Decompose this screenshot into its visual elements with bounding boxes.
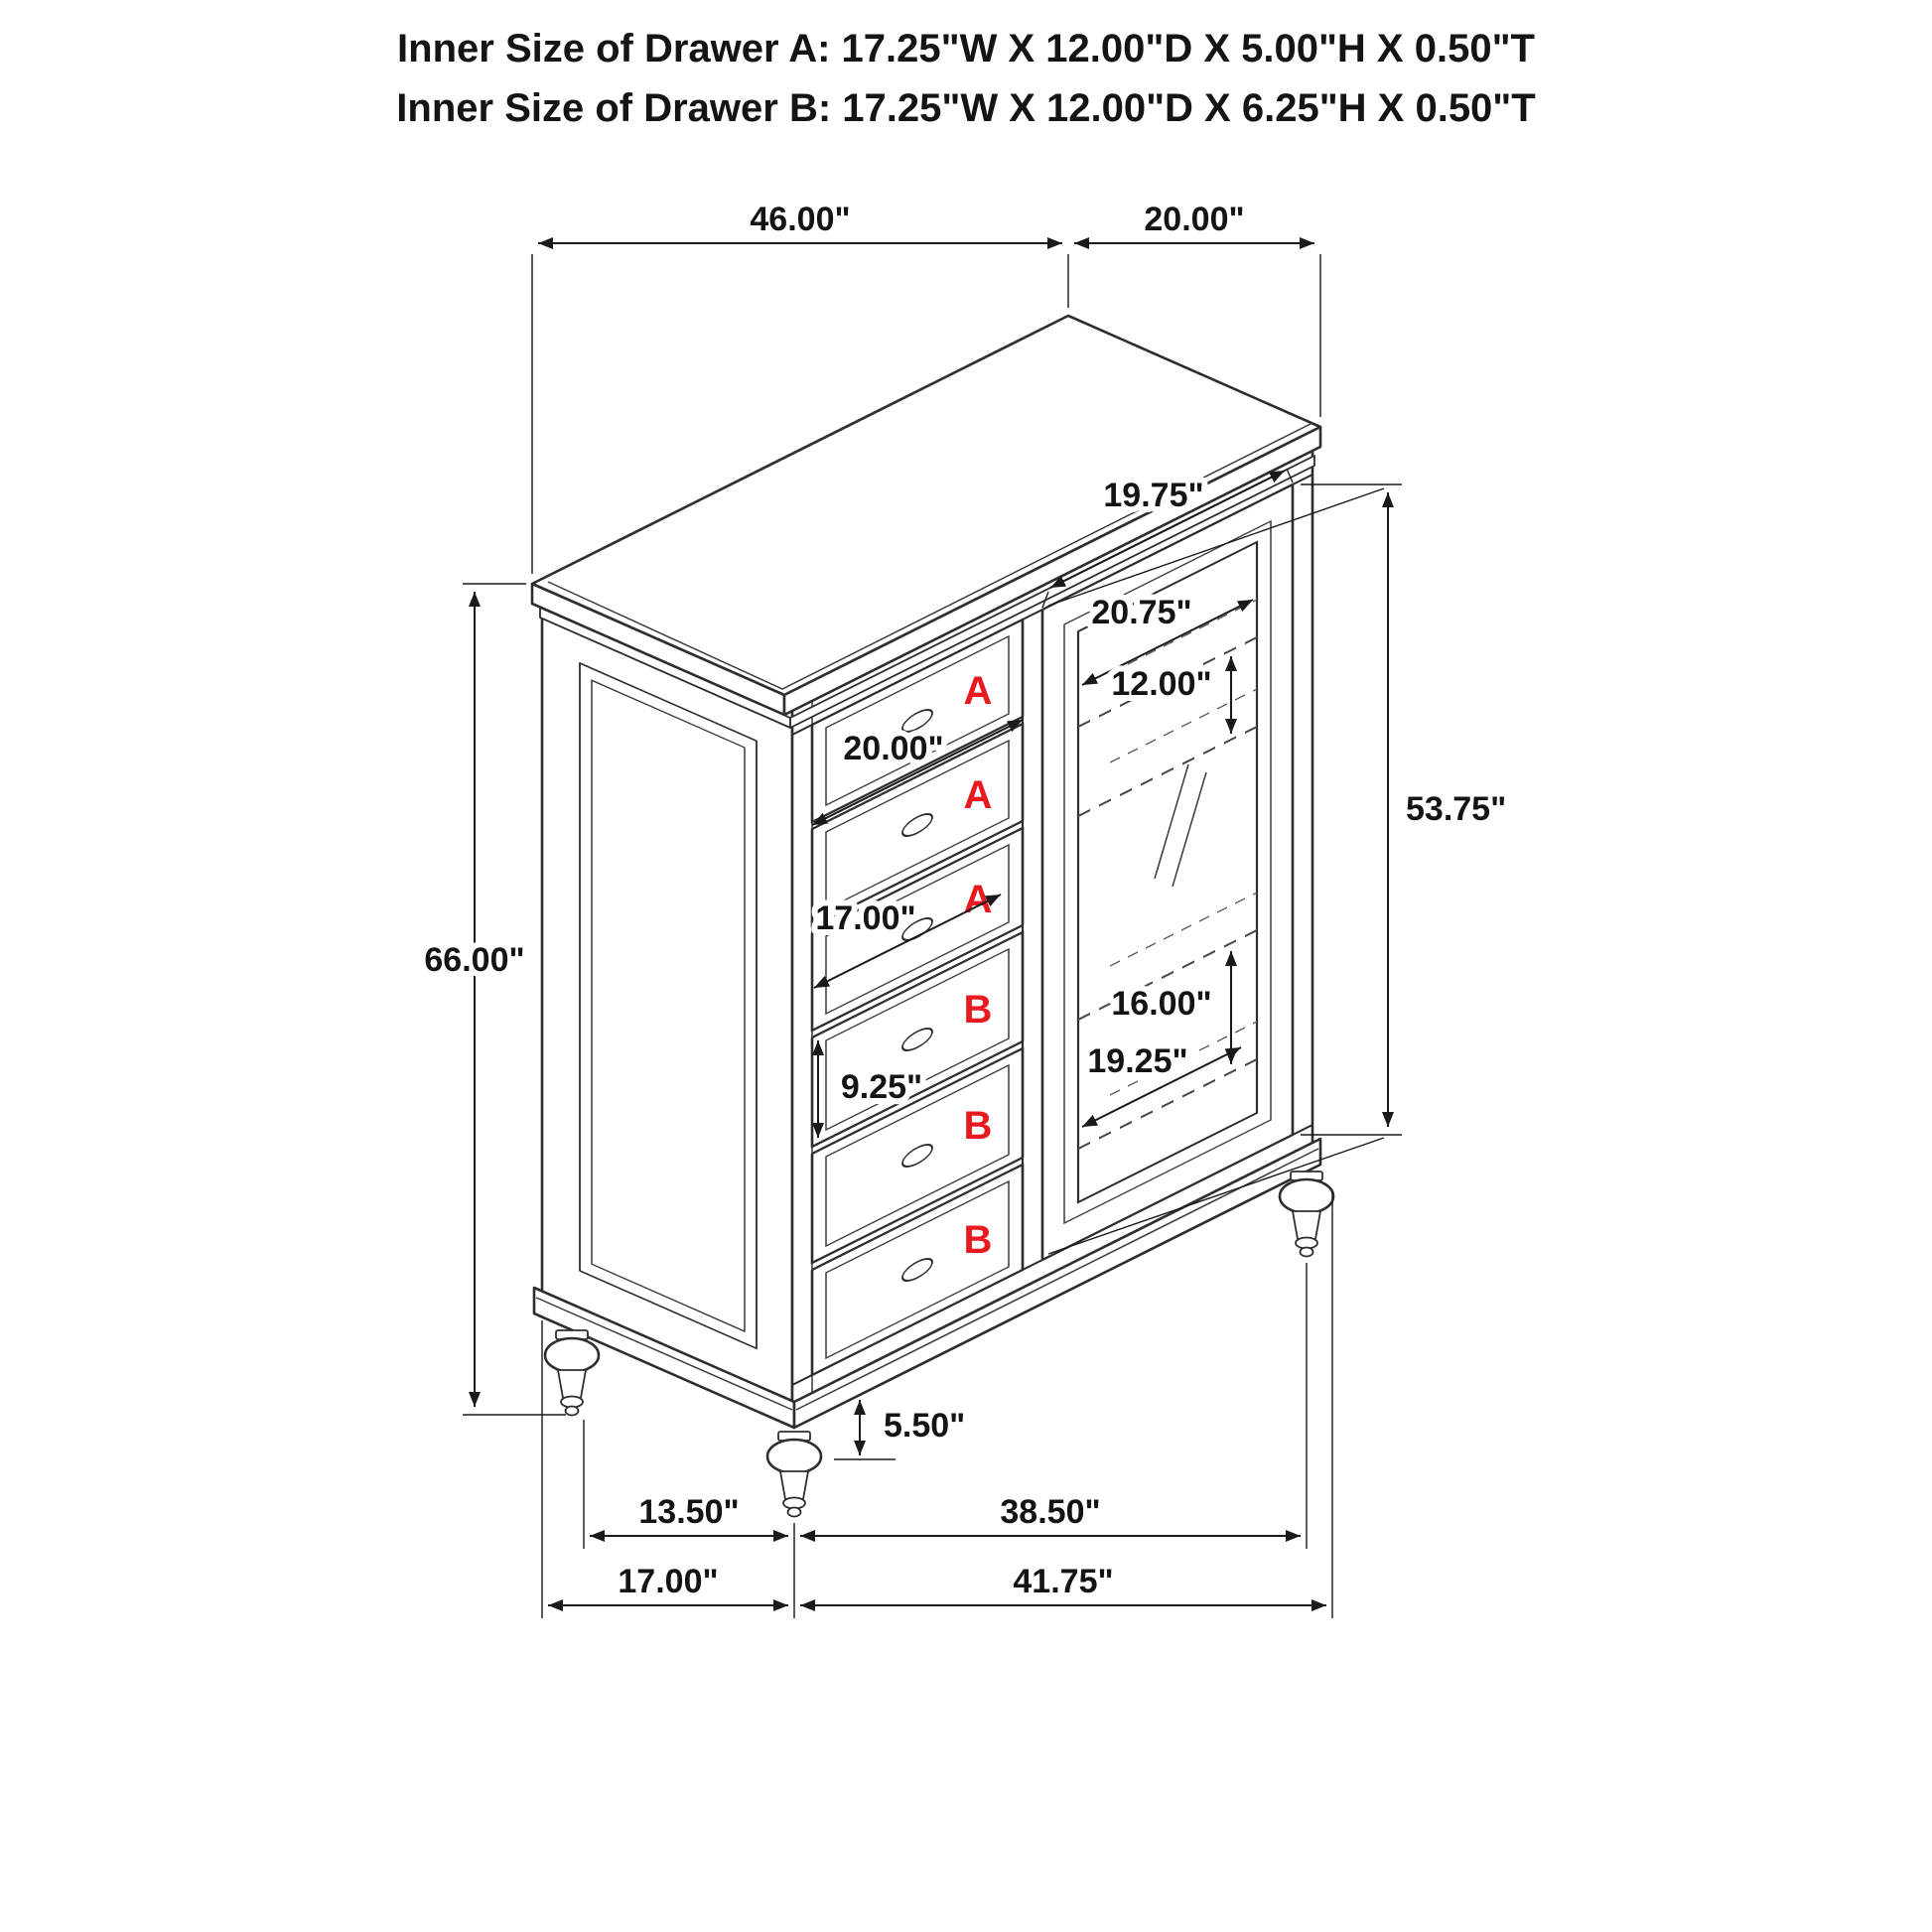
dimension-base-width-right: 41.75" (800, 1557, 1326, 1611)
dimension-shelf-width-bottom: 19.25" (1081, 1036, 1242, 1128)
shelf-3-back-edge (1110, 892, 1257, 967)
dimension-drawer-width: 20.00" (811, 719, 1024, 826)
left-side-panel-bevel (591, 679, 746, 1333)
dimension-feet-gap-left: 13.50" (590, 1487, 788, 1542)
drawer-b2-knob (901, 1144, 933, 1168)
dimension-drawer-inner-width-label: 17.00" (815, 899, 915, 937)
dimension-top-depth: 20.00" (1074, 195, 1321, 417)
dimension-annotations: 46.00" 20.00" 19.75" 20.75" 12.00" (418, 195, 1512, 1618)
drawer-letter-b2: B (964, 1104, 993, 1148)
dimension-top-depth-label: 20.00" (1144, 201, 1244, 238)
dimension-shelf-gap-bottom: 16.00" (1105, 951, 1237, 1064)
dimension-door-height: 53.75" (1047, 483, 1512, 1255)
drawer-letter-a3: A (964, 878, 993, 921)
dimension-feet-gap-right: 38.50" (800, 1487, 1301, 1542)
dimension-shelf-gap-bottom-label: 16.00" (1111, 985, 1211, 1023)
dimension-drawer-width-label: 20.00" (843, 730, 943, 767)
dimension-base-width-left-label: 17.00" (618, 1563, 718, 1600)
dimension-drawer-front-height: 9.25" (812, 1040, 928, 1138)
dimension-door-width: 19.75" (1041, 468, 1294, 609)
dimension-overall-height-label: 66.00" (424, 941, 524, 979)
shelf-3-front-edge (1078, 928, 1257, 1022)
title-line-1: Inner Size of Drawer A: 17.25"W X 12.00"… (397, 27, 1535, 70)
dimension-feet-gap-left-label: 13.50" (638, 1493, 739, 1531)
glass-reflection (1154, 763, 1207, 888)
left-side-recessed-panel (579, 661, 758, 1350)
drawer-b2 (810, 1046, 1025, 1265)
dimension-top-width-label: 46.00" (750, 201, 850, 238)
cabinet-left-side (540, 599, 794, 1407)
dimension-feet-gap-right-label: 38.50" (1000, 1493, 1100, 1531)
dimension-shelf-gap-top-label: 12.00" (1111, 665, 1211, 703)
bun-foot-front-left (765, 1430, 823, 1518)
bun-foot-front-right (1278, 1170, 1335, 1258)
dimension-base-width-right-label: 41.75" (1013, 1563, 1113, 1600)
bun-foot-back-left (543, 1328, 601, 1417)
drawer-letter-a2: A (964, 773, 993, 817)
drawer-b3 (810, 1163, 1025, 1377)
drawer-letter-b3: B (964, 1218, 993, 1262)
dimension-shelf-width-top-label: 20.75" (1091, 594, 1191, 631)
dimension-shelf-gap-top: 12.00" (1105, 656, 1237, 734)
title-line-2: Inner Size of Drawer B: 17.25"W X 12.00"… (396, 86, 1535, 130)
dimension-door-width-label: 19.75" (1103, 477, 1203, 514)
dimension-shelf-width-bottom-label: 19.25" (1087, 1042, 1187, 1080)
dimension-base-width-left: 17.00" (548, 1557, 788, 1611)
title-block: Inner Size of Drawer A: 17.25"W X 12.00"… (396, 27, 1535, 130)
dimension-door-height-label: 53.75" (1406, 790, 1506, 828)
shelf-2-back-edge (1110, 688, 1257, 763)
shelf-2-front-edge (1078, 725, 1257, 818)
drawer-b3-knob (901, 1258, 933, 1282)
drawer-b1-knob (901, 1028, 933, 1051)
dimension-top-width: 46.00" (531, 195, 1069, 574)
dimension-drawer-inner-width: 17.00" (809, 894, 1002, 989)
dimension-overall-height: 66.00" (418, 583, 566, 1416)
dimension-base-height: 5.50" (834, 1400, 971, 1460)
drawer-letter-a1: A (964, 669, 993, 713)
drawer-letter-b1: B (964, 988, 993, 1032)
base-molding-front (792, 1137, 1322, 1430)
dimension-shelf-width-top: 20.75" (1081, 588, 1254, 686)
dimension-base-height-label: 5.50" (884, 1407, 965, 1445)
base-molding (532, 1137, 1322, 1430)
cabinet-drawing (530, 314, 1335, 1518)
dimension-drawer-front-height-label: 9.25" (841, 1068, 922, 1106)
